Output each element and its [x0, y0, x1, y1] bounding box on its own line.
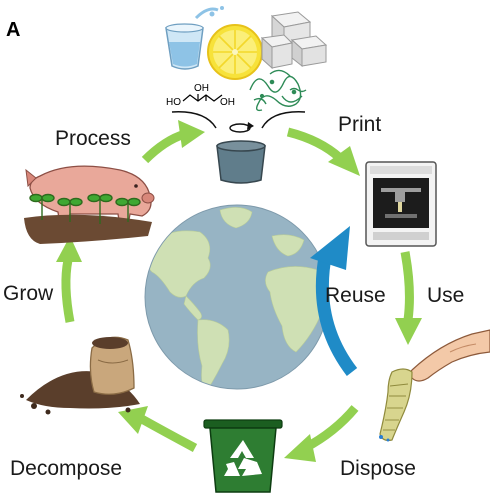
recycling-bin-icon [203, 419, 283, 493]
arrow-print-to-use [395, 251, 422, 345]
cycle-arrows [56, 120, 422, 462]
printed-object-icon [379, 368, 413, 442]
arrow-grow-up [56, 236, 82, 323]
mixing-vat-icon [216, 140, 266, 184]
glycerol-ho-label: HO [166, 97, 181, 108]
mixing-arrow-icon [229, 122, 254, 133]
reuse-label: Reuse [325, 284, 386, 307]
glycerol-oh-right-label: OH [220, 97, 235, 108]
sugar-cubes-icon [260, 11, 328, 70]
globe-earth [144, 204, 330, 390]
stage-label-use: Use [427, 284, 465, 307]
glycerol-oh-top-label: OH [194, 83, 209, 94]
stage-label-decompose: Decompose [10, 457, 123, 480]
arrow-use-to-dispose [284, 405, 359, 462]
reuse-arrow [310, 226, 358, 376]
glycerol-molecule [182, 94, 223, 102]
protein-structure-icon [249, 69, 307, 112]
stage-label-process: Process [55, 127, 131, 150]
water-glass-icon [165, 6, 224, 70]
arrow-process-to-vat [141, 120, 205, 164]
stage-label-dispose: Dispose [340, 457, 416, 480]
seedlings-icon [29, 193, 141, 224]
arrow-vat-to-print [286, 127, 360, 176]
recycle-symbol-icon [224, 440, 262, 476]
stage-label-print: Print [338, 113, 382, 136]
panel-label: A [6, 19, 21, 41]
hand-icon [409, 329, 490, 382]
3d-printer-icon [365, 161, 437, 247]
funnel-lines [171, 111, 306, 129]
stage-label-grow: Grow [3, 282, 54, 305]
arrow-dispose-to-decompose [118, 406, 198, 452]
lemon-slice-icon [207, 24, 263, 80]
compost-sack-icon [89, 336, 135, 395]
soil-ground-icon [24, 214, 152, 244]
